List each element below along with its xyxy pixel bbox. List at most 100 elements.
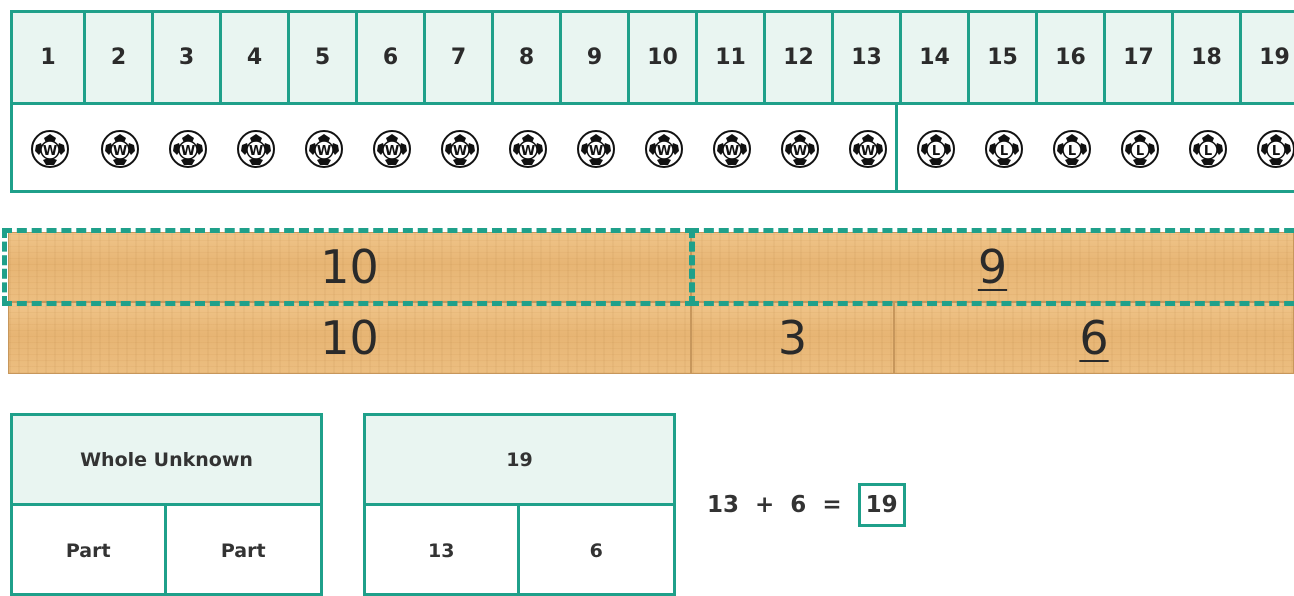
game-number-cell: 16	[1038, 13, 1106, 102]
sum-answer-box: 19	[858, 483, 906, 527]
soccer-ball-icon: W	[644, 129, 684, 169]
soccer-ball-icon: W	[440, 129, 480, 169]
game-number-cell: 8	[494, 13, 562, 102]
part-cell-left: Part	[13, 506, 167, 596]
result-letter: W	[589, 144, 603, 159]
soccer-ball-icon: W	[236, 129, 276, 169]
tape-top-ten: 10	[8, 232, 691, 302]
soccer-ball-icon: W	[848, 129, 888, 169]
result-letter: L	[1000, 144, 1008, 159]
result-letter: L	[1136, 144, 1144, 159]
game-result-cell: W	[630, 105, 698, 193]
result-letter: W	[793, 144, 807, 159]
result-letter: W	[42, 144, 56, 159]
game-result-cell: L	[1174, 105, 1242, 193]
soccer-ball-icon: W	[576, 129, 616, 169]
tape-top-nine-label: 9	[978, 240, 1007, 294]
soccer-ball-icon: W	[100, 129, 140, 169]
addend-a: 13	[707, 492, 739, 518]
equals-sign: =	[822, 492, 841, 518]
result-letter: L	[1204, 144, 1212, 159]
soccer-ball-icon: L	[1256, 129, 1294, 169]
game-result-cell: W	[494, 105, 562, 193]
game-result-cell: W	[698, 105, 766, 193]
tape-bottom-ten-label: 10	[320, 311, 379, 365]
whole-cell: Whole Unknown	[13, 416, 320, 506]
game-result-cell: W	[766, 105, 834, 193]
game-result-cell: L	[1106, 105, 1174, 193]
game-number-cell: 7	[426, 13, 494, 102]
game-result-cell: W	[86, 105, 154, 193]
tape-top-ten-label: 10	[320, 240, 379, 294]
game-number-cell: 10	[630, 13, 698, 102]
tape-bottom-six-label: 6	[1079, 311, 1108, 365]
game-number-cell: 17	[1106, 13, 1174, 102]
result-letter: W	[317, 144, 331, 159]
result-letter: W	[113, 144, 127, 159]
soccer-ball-icon: W	[780, 129, 820, 169]
part-cell-left: 13	[366, 506, 520, 596]
soccer-ball-icon: W	[508, 129, 548, 169]
soccer-ball-icon: L	[1120, 129, 1160, 169]
part-cell-right: Part	[167, 506, 321, 596]
game-result-cell: L	[970, 105, 1038, 193]
result-letter: W	[249, 144, 263, 159]
soccer-ball-icon: W	[168, 129, 208, 169]
win-loss-divider	[895, 105, 898, 193]
soccer-ball-icon: L	[1188, 129, 1228, 169]
game-result-cell: W	[834, 105, 902, 193]
game-result-cell: W	[290, 105, 358, 193]
equation: 13 + 6 = 19	[707, 482, 906, 528]
game-result-cell: L	[1242, 105, 1294, 193]
game-number-cell: 11	[698, 13, 766, 102]
plus-sign: +	[755, 492, 774, 518]
result-letter: W	[657, 144, 671, 159]
tape-bottom-ten: 10	[8, 302, 691, 374]
soccer-ball-icon: L	[984, 129, 1024, 169]
game-number-cell: 15	[970, 13, 1038, 102]
game-number-cell: 14	[902, 13, 970, 102]
tape-bottom-three: 3	[691, 302, 894, 374]
result-letter: W	[521, 144, 535, 159]
soccer-ball-icon: W	[30, 129, 70, 169]
soccer-ball-icon: W	[712, 129, 752, 169]
game-number-cell: 18	[1174, 13, 1242, 102]
part-part-whole-solved: 19 13 6	[363, 413, 676, 596]
part-cell-right: 6	[520, 506, 674, 596]
game-number-cell: 2	[86, 13, 154, 102]
game-number-cell: 12	[766, 13, 834, 102]
game-number-cell: 19	[1242, 13, 1294, 102]
game-result-cell: L	[1038, 105, 1106, 193]
result-letter: W	[725, 144, 739, 159]
game-number-cell: 5	[290, 13, 358, 102]
game-number-cell: 9	[562, 13, 630, 102]
soccer-ball-icon: W	[304, 129, 344, 169]
addend-b: 6	[790, 492, 806, 518]
tape-bottom-six: 6	[894, 302, 1294, 374]
soccer-ball-icon: W	[372, 129, 412, 169]
game-result-cell: W	[562, 105, 630, 193]
result-letter: W	[861, 144, 875, 159]
game-number-cell: 3	[154, 13, 222, 102]
game-result-cell: W	[426, 105, 494, 193]
tape-top-nine: 9	[691, 232, 1294, 302]
result-letter: W	[385, 144, 399, 159]
game-result-cell: W	[13, 105, 86, 193]
part-part-whole-template: Whole Unknown Part Part	[10, 413, 323, 596]
game-number-cell: 1	[13, 13, 86, 102]
game-number-cell: 6	[358, 13, 426, 102]
game-number-cell: 13	[834, 13, 902, 102]
soccer-ball-icon: L	[1052, 129, 1092, 169]
soccer-ball-icon: L	[916, 129, 956, 169]
game-number-cell: 4	[222, 13, 290, 102]
result-letter: L	[1272, 144, 1280, 159]
result-letter: W	[181, 144, 195, 159]
result-letter: L	[932, 144, 940, 159]
tape-bottom-three-label: 3	[778, 311, 807, 365]
game-result-cell: W	[358, 105, 426, 193]
result-letter: L	[1068, 144, 1076, 159]
result-letter: W	[453, 144, 467, 159]
game-result-cell: L	[902, 105, 970, 193]
